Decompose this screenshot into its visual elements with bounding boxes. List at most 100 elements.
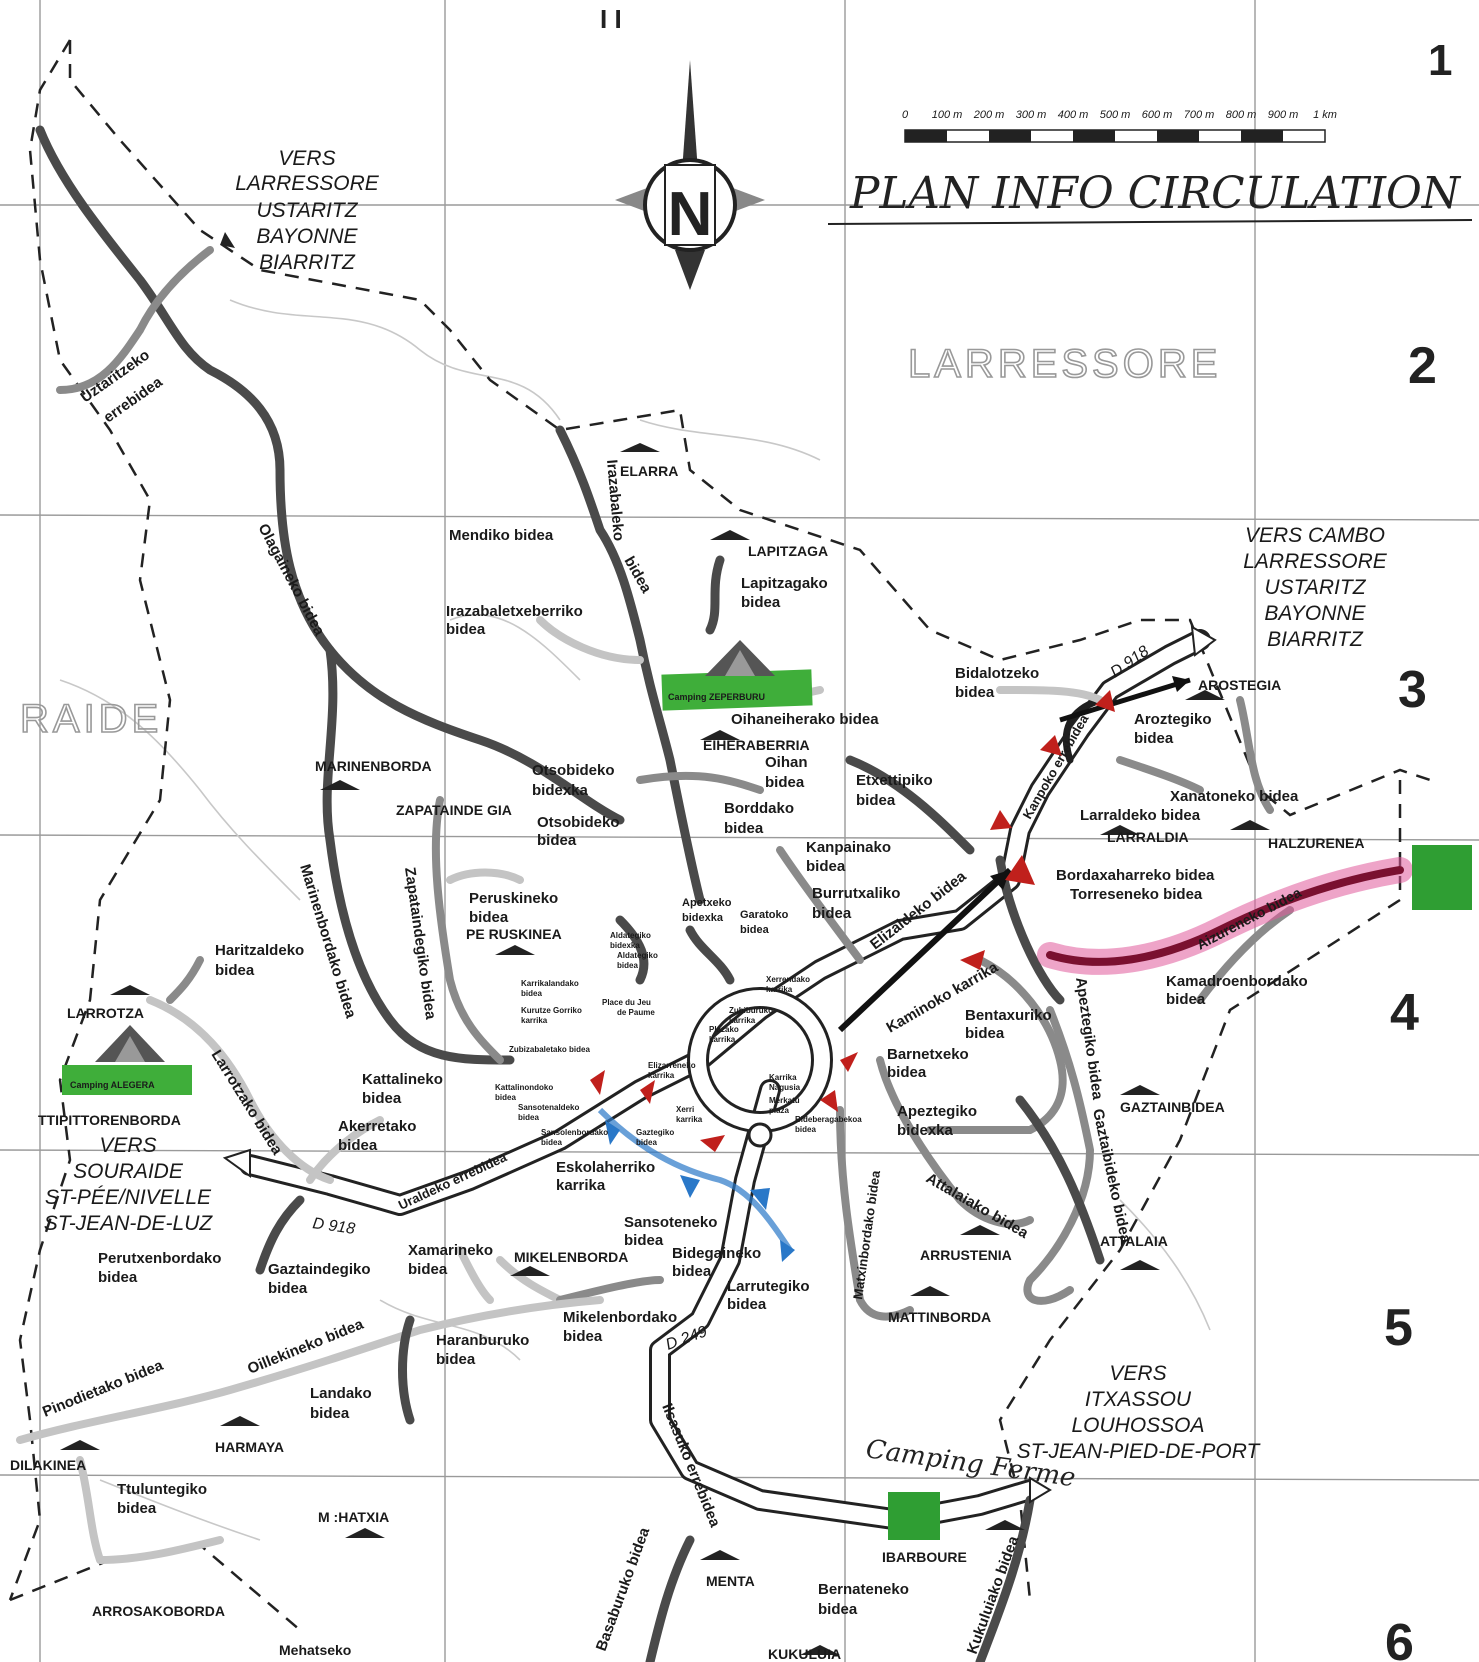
map-label: Kattalinondoko <box>495 1083 553 1092</box>
map-label: bidea <box>1166 991 1206 1008</box>
direction-w: VERS SOURAIDE ST-PÉE/NIVELLE ST-JEAN-DE-… <box>44 1134 214 1235</box>
map-label: Xamarineko <box>408 1242 493 1259</box>
map-label: bidea <box>624 1232 664 1249</box>
map-label: MATTINBORDA <box>888 1309 991 1325</box>
map-label: IBARBOURE <box>882 1549 967 1565</box>
map-label: Torreseneko bidea <box>1070 886 1203 903</box>
map-label: ELARRA <box>620 463 678 479</box>
map-label: bidea <box>806 858 846 875</box>
map-label: LARRESSORE <box>235 172 380 195</box>
map-label: VERS CAMBO <box>1245 524 1385 547</box>
map-label: bidea <box>310 1405 350 1422</box>
compass-label: N <box>668 180 713 249</box>
map-label: Xanatoneko bidea <box>1170 788 1299 805</box>
map-label: Karrikalandako <box>521 979 579 988</box>
scale-tick: 800 m <box>1226 109 1257 121</box>
map-label: Gaztaindegiko <box>268 1261 371 1278</box>
map-label: AROSTEGIA <box>1198 677 1281 693</box>
camping-tent-icon <box>95 640 775 1062</box>
grid-number: 1 <box>1428 36 1452 85</box>
grid-number: 6 <box>1385 1614 1414 1662</box>
map-label: Otsobideko <box>537 814 620 831</box>
map-label: VERS <box>99 1134 156 1157</box>
compass-icon: N <box>615 60 765 290</box>
map-label: M :HATXIA <box>318 1509 389 1525</box>
map-label: ST-JEAN-PIED-DE-PORT <box>1017 1440 1262 1463</box>
map-label: Kamadroenbordako <box>1166 973 1308 990</box>
map-label: PE RUSKINEA <box>466 926 562 942</box>
title-underline <box>827 219 1473 225</box>
map-label: Gaztegiko <box>636 1128 674 1137</box>
map-label: bidea <box>812 905 852 922</box>
map-label: HALZURENEA <box>1268 835 1364 851</box>
map-label: Otsobideko <box>532 762 615 779</box>
map-label: bidea <box>362 1090 402 1107</box>
map-label: Merkatu <box>769 1096 800 1105</box>
map-label: Landako <box>310 1385 372 1402</box>
map-label: bidea <box>469 909 509 926</box>
map-label: BIARRITZ <box>259 251 356 274</box>
map-label: BAYONNE <box>256 225 358 248</box>
map-label: ATTALAIA <box>1100 1233 1168 1249</box>
grid-number: 5 <box>1384 1299 1413 1357</box>
map-label: VERS <box>1109 1362 1166 1385</box>
map-label: Kattalineko <box>362 1071 443 1088</box>
area-name-larressore: LARRESSORE <box>908 342 1221 386</box>
camping-sign-west: Camping ALEGERA <box>70 1080 155 1090</box>
map-label: Bordaxaharreko bidea <box>1056 867 1215 884</box>
map-label: ST-JEAN-DE-LUZ <box>44 1212 214 1235</box>
map-label: bidea <box>563 1328 603 1345</box>
map-label: Larrotzako bidea <box>208 1047 286 1158</box>
map-label: Mehatseko <box>279 1642 351 1658</box>
grid-number: 2 <box>1408 337 1437 395</box>
map-label: BIARRITZ <box>1267 628 1364 651</box>
road-number-d918-west: D 918 <box>311 1215 356 1238</box>
map-label: KUKULUIA <box>768 1646 841 1662</box>
map-label: Xerri <box>676 1105 694 1114</box>
scale-tick: 300 m <box>1016 109 1047 121</box>
map-label: MENTA <box>706 1573 755 1589</box>
map-label: karrika <box>521 1016 548 1025</box>
map-label: karrika <box>729 1016 756 1025</box>
map-label: Mikelenbordako <box>563 1309 677 1326</box>
map-label: Etxettipiko <box>856 772 933 789</box>
map-label: Elizarreneko <box>648 1061 696 1070</box>
map-label: Oihan <box>765 754 808 771</box>
map-label: bidea <box>955 684 995 701</box>
map-label: Plazako <box>709 1025 739 1034</box>
map-label: ZAPATAINDE GIA <box>396 802 512 818</box>
map-label: de Paume <box>617 1008 655 1017</box>
map-label: Sansotenaldeko <box>518 1103 579 1112</box>
map-label: LAPITZAGA <box>748 543 828 559</box>
map-label: karrika <box>766 985 793 994</box>
map-label: bidea <box>887 1064 927 1081</box>
scale-tick: 200 m <box>973 109 1005 121</box>
direction-ne: VERS CAMBO LARRESSORE USTARITZ BAYONNE B… <box>1243 524 1388 651</box>
map-label: bidea <box>818 1601 858 1618</box>
map-label: bidea <box>765 774 805 791</box>
traffic-arrows <box>220 232 1217 1504</box>
map-label: Larrutegiko <box>727 1278 810 1295</box>
grid-number: 4 <box>1390 984 1419 1042</box>
camping-areas <box>62 669 1472 1540</box>
highlighted-road <box>1037 857 1413 975</box>
map-label: EIHERABERRIA <box>703 737 810 753</box>
map-label: bidea <box>617 961 638 970</box>
map-label: bidexka <box>682 912 724 924</box>
map-label: Aroztegiko <box>1134 711 1212 728</box>
map-label: VERS <box>278 147 335 170</box>
map-label: Lapitzagako <box>741 575 828 592</box>
map-label: bidexka <box>532 782 589 799</box>
map-label: bidea <box>741 594 781 611</box>
map-label: bidea <box>338 1137 378 1154</box>
map-label: Bidegaineko <box>672 1245 761 1262</box>
map-label: plaza <box>769 1106 790 1115</box>
map-label: LARRALDIA <box>1107 829 1189 845</box>
map-label: Kanpainako <box>806 839 891 856</box>
map-label: bidea <box>672 1263 712 1280</box>
map-label: bidea <box>215 962 255 979</box>
map-label: Matxinbordako bidea <box>850 1169 883 1301</box>
map-label: Mendiko bidea <box>449 527 554 544</box>
map-label: Karrika <box>769 1073 797 1082</box>
